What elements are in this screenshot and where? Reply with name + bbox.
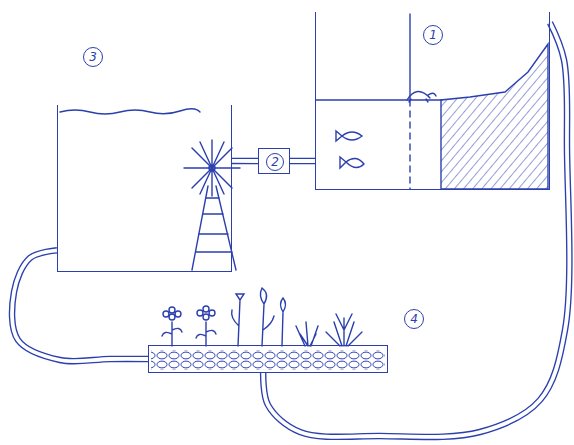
divider-wall bbox=[409, 14, 410, 100]
pipe-bore bbox=[12, 250, 148, 361]
pipe-bore bbox=[232, 159, 258, 163]
hose-pipe bbox=[232, 160, 258, 161]
hose-pipe bbox=[12, 250, 148, 361]
gravel bbox=[151, 350, 385, 370]
fish bbox=[336, 131, 362, 141]
hose-pipe bbox=[290, 160, 315, 161]
pipe-bore bbox=[263, 23, 569, 437]
plant-bed: 4 bbox=[148, 345, 388, 373]
hose-pipe bbox=[263, 23, 569, 437]
callout-number: 1 bbox=[423, 25, 443, 45]
pipe-wall bbox=[12, 250, 148, 361]
filter-box: 2 bbox=[258, 148, 290, 174]
water-surface bbox=[60, 109, 200, 114]
callout-number: 3 bbox=[83, 47, 103, 67]
plants bbox=[162, 288, 362, 346]
pipe-wall bbox=[232, 158, 258, 165]
callout-number: 4 bbox=[404, 309, 424, 329]
fish bbox=[340, 157, 364, 168]
water-line bbox=[316, 99, 442, 100]
aeration-tank: 3 bbox=[57, 105, 232, 272]
pipe-bore bbox=[290, 159, 315, 163]
turtle bbox=[407, 91, 436, 102]
divider-mesh bbox=[409, 100, 410, 189]
fish-tank: 1 bbox=[315, 12, 550, 190]
land-bank bbox=[441, 44, 548, 189]
pipe-wall bbox=[263, 23, 569, 437]
callout-number: 2 bbox=[266, 153, 284, 171]
pipe-wall bbox=[290, 158, 315, 165]
